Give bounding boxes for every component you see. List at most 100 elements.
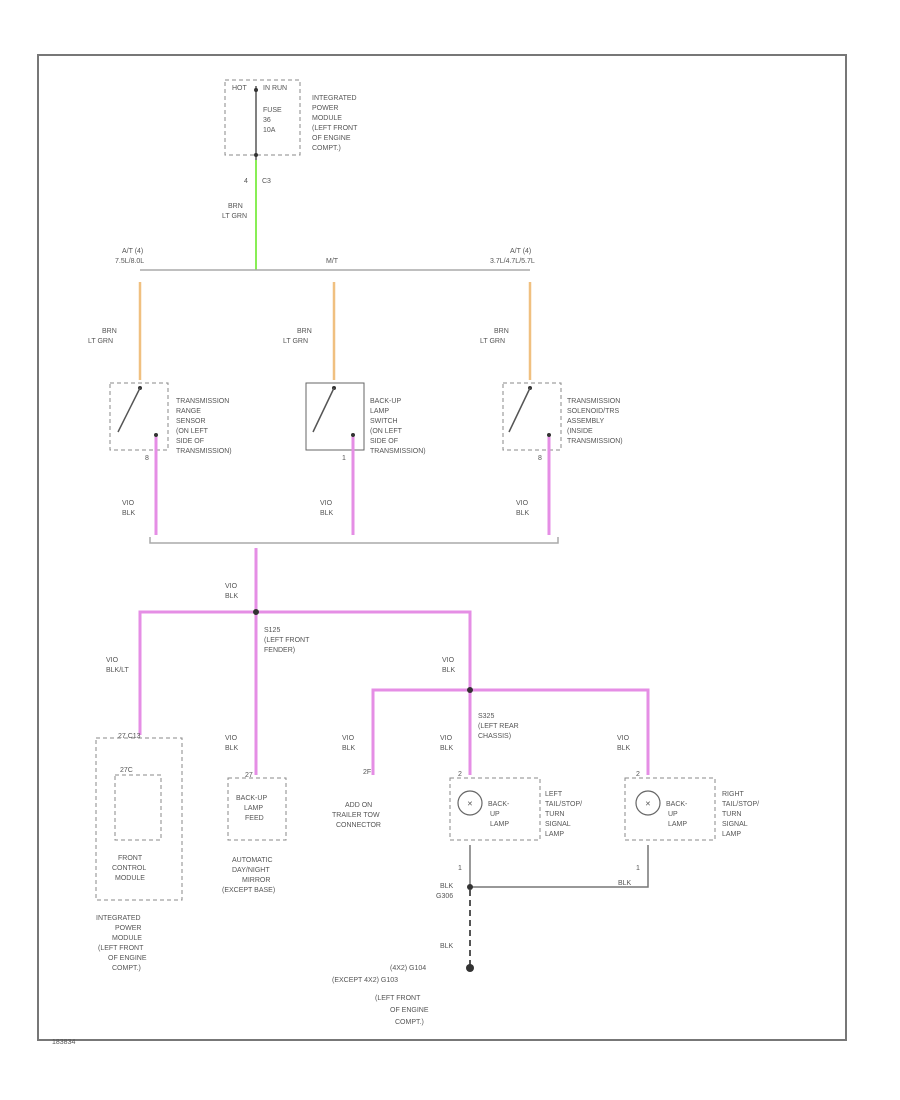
right-lamp-inner-2: UP — [668, 811, 678, 818]
left-output-wire-color-2: BLK — [122, 510, 136, 517]
right-switch-name-3: ASSEMBLY — [567, 418, 605, 425]
right-lamp-pin-bottom: 1 — [636, 865, 640, 872]
mirror-box-label-2: LAMP — [244, 805, 263, 812]
fuse-rating: 10A — [263, 127, 276, 134]
front-control-subname-1: INTEGRATED — [96, 915, 141, 922]
center-output-wire-color-1: VIO — [320, 500, 333, 507]
front-control-subname-5: OF ENGINE — [108, 955, 147, 962]
right-switch-wire-color-1: BRN — [494, 328, 509, 335]
right-switch-outline — [502, 382, 562, 451]
fuse-number: 36 — [263, 117, 271, 124]
front-control-pin-top: 27 C13 — [118, 733, 141, 740]
fuse-block-name-5: OF ENGINE — [312, 135, 351, 142]
center-switch-wire-color-2: LT GRN — [283, 338, 308, 345]
ground-label-3: (LEFT FRONT — [375, 995, 421, 1002]
bus-left-label-2: 7.5L/8.0L — [115, 258, 144, 265]
right-branch-wire-color-1: VIO — [442, 657, 455, 664]
left-switch-bottom-node — [154, 433, 158, 437]
left-switch-name-4: (ON LEFT — [176, 428, 209, 435]
right-lamp-wire-color-2: BLK — [617, 745, 631, 752]
mirror-name-2: DAY/NIGHT — [232, 867, 270, 874]
fuse-block-name-2: POWER — [312, 105, 338, 112]
fuse-run-label: IN RUN — [263, 85, 287, 92]
fuse-pin-left: 4 — [244, 178, 248, 185]
diagram-id: 183834 — [52, 1039, 75, 1046]
left-branch-wire-color-1: VIO — [106, 657, 119, 664]
mirror-box-label-1: BACK-UP — [236, 795, 267, 802]
center-output-wire-color-2: BLK — [320, 510, 334, 517]
front-control-outer — [95, 737, 183, 901]
diagram-frame — [37, 54, 847, 1041]
front-control-name-3: MODULE — [115, 875, 145, 882]
mirror-pin: 27 — [245, 772, 253, 779]
front-control-subname-3: MODULE — [112, 935, 142, 942]
left-lamp-inner-2: UP — [490, 811, 500, 818]
left-lamp-name-2: TAIL/STOP/ — [545, 801, 582, 808]
right-output-wire-color-1: VIO — [516, 500, 529, 507]
main-distribution-wire — [138, 610, 472, 775]
mirror-name-1: AUTOMATIC — [232, 857, 273, 864]
backup-lamp-switch: BACK-UP LAMP SWITCH (ON LEFT SIDE OF TRA… — [305, 382, 426, 462]
feed-wire-color-2: LT GRN — [222, 213, 247, 220]
right-backup-lamp: ✕ 2 1 BACK- UP LAMP RIGHT TAIL/STOP/ TUR… — [624, 771, 759, 872]
ground-label-2: (EXCEPT 4X2) G103 — [332, 977, 398, 984]
front-control-name-2: CONTROL — [112, 865, 146, 872]
splice-rear-label-2: (LEFT REAR — [478, 723, 519, 730]
left-switch-outline — [109, 382, 169, 451]
left-output-wire-color-1: VIO — [122, 500, 135, 507]
left-lamp-name-3: TURN — [545, 811, 564, 818]
rear-distribution-wire — [371, 688, 650, 775]
splice-main-label-3: FENDER) — [264, 647, 295, 654]
splice-s125 — [253, 609, 259, 615]
left-switch-name-6: TRANSMISSION) — [176, 448, 232, 455]
center-switch-name-6: TRANSMISSION) — [370, 448, 426, 455]
left-bulb-filament: ✕ — [467, 801, 473, 808]
left-switch-name-5: SIDE OF — [176, 438, 204, 445]
center-switch-wire-color-1: BRN — [297, 328, 312, 335]
center-switch-pin: 1 — [342, 455, 346, 462]
merged-wire-color-2: BLK — [225, 593, 239, 600]
right-lamp-ground-wire — [470, 845, 649, 888]
fuse-label: FUSE — [263, 107, 282, 114]
splice-main-label-1: S125 — [264, 627, 280, 634]
bus-left-label-1: A/T (4) — [122, 248, 143, 255]
front-control-pin-inner: 27C — [120, 767, 133, 774]
right-lamp-name-5: LAMP — [722, 831, 741, 838]
right-branch-wire-color-2: BLK — [442, 667, 456, 674]
mirror-wire-color-2: BLK — [225, 745, 239, 752]
trailer-wire-color-2: BLK — [342, 745, 356, 752]
bus-right-label-1: A/T (4) — [510, 248, 531, 255]
right-switch-wire-color-2: LT GRN — [480, 338, 505, 345]
left-switch-wire-color-1: BRN — [102, 328, 117, 335]
transmission-solenoid-assembly: TRANSMISSION SOLENOID/TRS ASSEMBLY (INSI… — [502, 382, 623, 462]
merged-wire-color-1: VIO — [225, 583, 238, 590]
fuse-hot-label: HOT — [232, 85, 248, 92]
ground-label-4: OF ENGINE — [390, 1007, 429, 1014]
front-control-subname-6: COMPT.) — [112, 965, 141, 972]
right-lamp-name-4: SIGNAL — [722, 821, 748, 828]
trailer-tow-connector: 2F ADD ON TRAILER TOW CONNECTOR — [332, 769, 381, 829]
left-switch-contact — [117, 387, 141, 433]
fuse-block-name-6: COMPT.) — [312, 145, 341, 152]
mirror-outline — [227, 777, 287, 841]
fuse-top-node — [254, 88, 258, 92]
right-switch-pin: 8 — [538, 455, 542, 462]
right-lamp-name-2: TAIL/STOP/ — [722, 801, 759, 808]
left-lamp-wire-color-1: VIO — [440, 735, 453, 742]
fuse-block-outline — [224, 79, 301, 156]
center-switch-outline — [305, 382, 365, 451]
fuse-bottom-node — [254, 153, 258, 157]
right-lamp-inner-1: BACK- — [666, 801, 688, 808]
ground-label-5: COMPT.) — [395, 1019, 424, 1026]
trailer-name-2: TRAILER TOW — [332, 812, 380, 819]
merge-bracket — [149, 537, 559, 544]
left-lamp-inner-1: BACK- — [488, 801, 510, 808]
splice-main-label-2: (LEFT FRONT — [264, 637, 310, 644]
trailer-name-1: ADD ON — [345, 802, 372, 809]
right-lamp-name-3: TURN — [722, 811, 741, 818]
fuse-block-name-3: MODULE — [312, 115, 342, 122]
left-branch-wire-color-2: BLK/LT — [106, 667, 130, 674]
ground-wire2-color: BLK — [440, 943, 454, 950]
left-switch-wire-color-2: LT GRN — [88, 338, 113, 345]
